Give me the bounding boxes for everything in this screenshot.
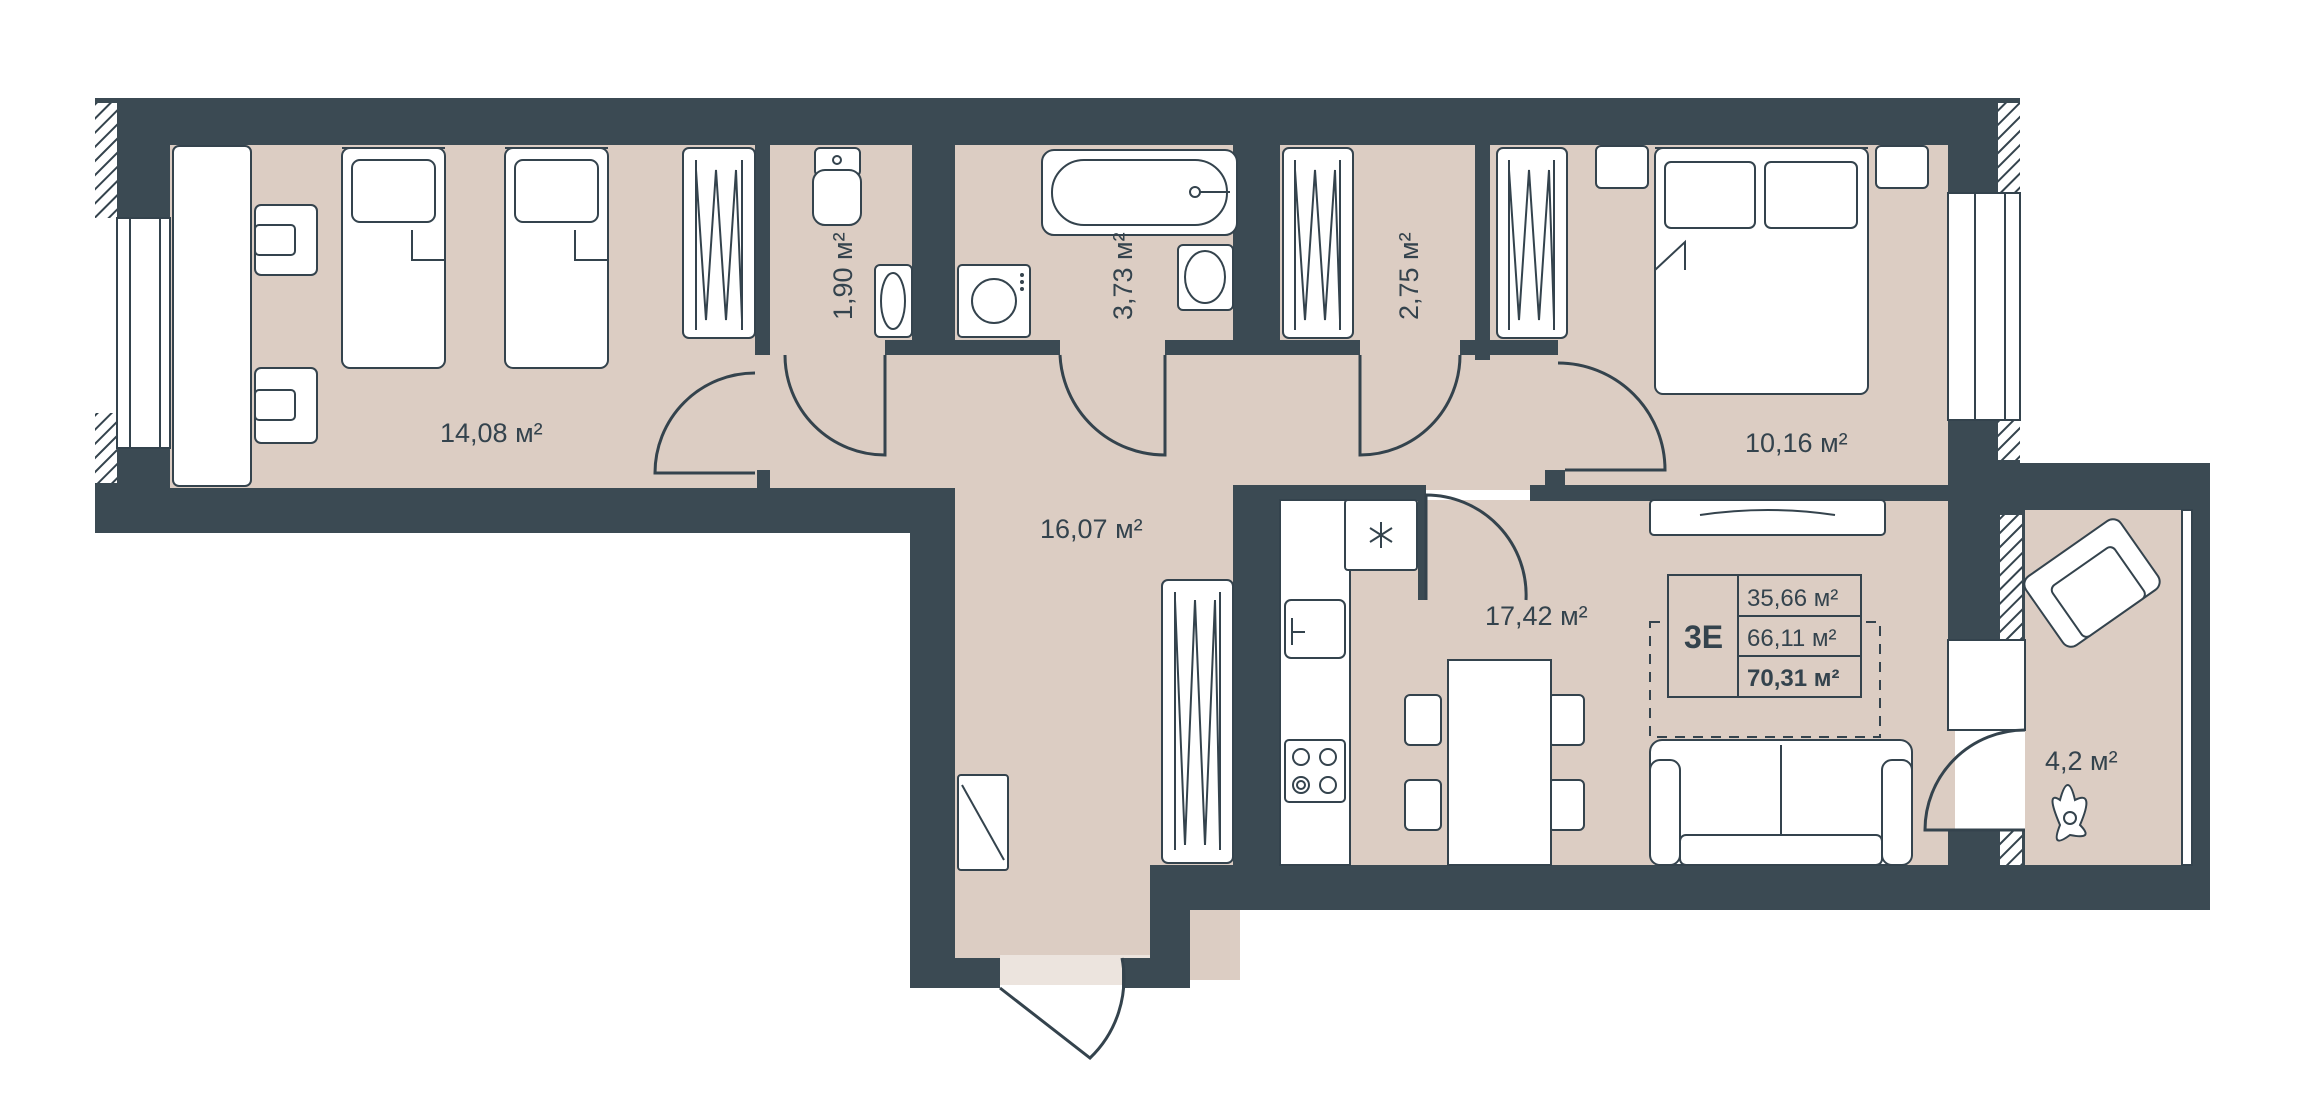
floor-hallway-top	[740, 340, 1675, 490]
door-kitchen	[1424, 493, 1528, 601]
wall-hallway-right	[1233, 485, 1280, 865]
window-left-hatch-top	[95, 103, 117, 218]
wardrobe-closet-right	[1496, 147, 1568, 339]
stove	[1284, 739, 1346, 803]
wall-top	[95, 98, 2020, 145]
window-balcony-hatch-bottom	[2000, 830, 2022, 865]
area-bedroom-right: 10,16 м²	[1745, 428, 1848, 458]
snowflake-icon	[1369, 522, 1393, 548]
door-toilet	[783, 354, 887, 457]
bed-single-2	[504, 147, 609, 369]
living-area: 35,66 м²	[1747, 585, 1838, 612]
wall-bath-bottom-right	[1165, 340, 1280, 355]
summary-panel	[1667, 574, 1862, 698]
doors	[653, 354, 2026, 1060]
sink-bathroom	[1177, 244, 1234, 311]
sofa	[1649, 739, 1913, 866]
wall-entry-left	[910, 958, 1000, 988]
sink-kitchen	[1284, 599, 1346, 659]
nightstand-right	[1875, 145, 1929, 189]
window-left	[116, 217, 171, 449]
window-right-hatch-bottom	[1998, 420, 2020, 460]
kitchen-counter	[1279, 499, 1351, 866]
plant-icon	[2051, 784, 2088, 842]
bed-double	[1654, 147, 1869, 395]
wall-kitchen-corner	[1418, 485, 1426, 600]
wall-bedroom-bottom	[95, 488, 955, 533]
wall-hallway-left	[910, 488, 955, 988]
desk	[172, 145, 252, 487]
door-bedroom-left	[653, 371, 756, 475]
toilet-fixture	[812, 147, 862, 226]
shoe-cabinet	[957, 774, 1009, 871]
wall-toilet-left	[755, 145, 770, 355]
wall-toilet-bottom	[885, 340, 955, 355]
apartment-code: 3E	[1684, 619, 1723, 655]
wall-closet-bottom-left	[1280, 340, 1360, 355]
bed-single-1	[341, 147, 446, 369]
wall-kitchen-top-left	[1233, 485, 1418, 501]
window-right	[1947, 192, 2021, 421]
wall-closet-bottom-right	[1460, 340, 1558, 355]
chair-desk-top	[254, 204, 318, 276]
wall-entry-right	[1122, 958, 1190, 988]
nightstand-left	[1595, 145, 1649, 189]
door-bathroom	[1058, 354, 1167, 457]
area-bathroom: 3,73 м²	[1108, 232, 1138, 320]
armchair-balcony	[2023, 518, 2161, 648]
area-balcony: 4,2 м²	[2045, 746, 2118, 776]
wall-bath-right	[1233, 145, 1280, 340]
chair-desk-bottom	[254, 367, 318, 444]
window-balcony-hatch-top	[2000, 515, 2022, 640]
wall-balcony-top	[2020, 463, 2210, 510]
total-area: 66,11 м²	[1747, 625, 1836, 652]
bathtub	[1041, 149, 1238, 236]
door-entry	[999, 957, 1126, 1060]
furniture	[172, 145, 2161, 871]
dining-table-set	[1404, 659, 1585, 866]
window-right-hatch-top	[1998, 103, 2020, 193]
fridge	[1344, 499, 1418, 571]
room-labels: 14,08 м² 1,90 м² 3,73 м² 2,75 м² 10,16 м…	[440, 232, 2118, 776]
wardrobe-closet-left	[1282, 147, 1354, 339]
wardrobe-hallway	[1161, 579, 1234, 864]
door-bedroom-right	[1557, 361, 1667, 472]
area-hallway: 16,07 м²	[1040, 514, 1143, 544]
wall-bath-bottom-left	[955, 340, 1060, 355]
area-toilet: 1,90 м²	[828, 232, 858, 320]
door-closet	[1358, 354, 1462, 457]
wall-kitchen-bottom	[1150, 865, 2210, 910]
total-area-with-balcony: 70,31 м²	[1747, 665, 1839, 692]
balcony-door-window	[1947, 639, 2026, 731]
area-bedroom-left: 14,08 м²	[440, 418, 543, 448]
summary-box: 3E 35,66 м² 66,11 м² 70,31 м²	[1649, 574, 1881, 738]
sink-toilet	[874, 264, 913, 338]
wardrobe-bedroom-left	[682, 147, 756, 339]
area-kitchen-living: 17,42 м²	[1485, 601, 1588, 631]
wall-balcony-right	[2190, 463, 2210, 910]
windows	[95, 103, 2193, 866]
wall-toilet-right	[912, 145, 955, 355]
wall-closet-right	[1475, 145, 1490, 360]
washing-machine	[957, 264, 1031, 338]
door-balcony	[1923, 728, 2026, 832]
wall-bed-left-door-jamb	[757, 470, 770, 488]
area-closet: 2,75 м²	[1394, 232, 1424, 320]
tv-unit	[1649, 499, 1886, 536]
wall-bed-right-bottom	[1545, 470, 1565, 485]
window-left-hatch-bottom	[95, 413, 117, 483]
walls	[95, 98, 2210, 988]
balcony-glazing	[2181, 509, 2193, 866]
